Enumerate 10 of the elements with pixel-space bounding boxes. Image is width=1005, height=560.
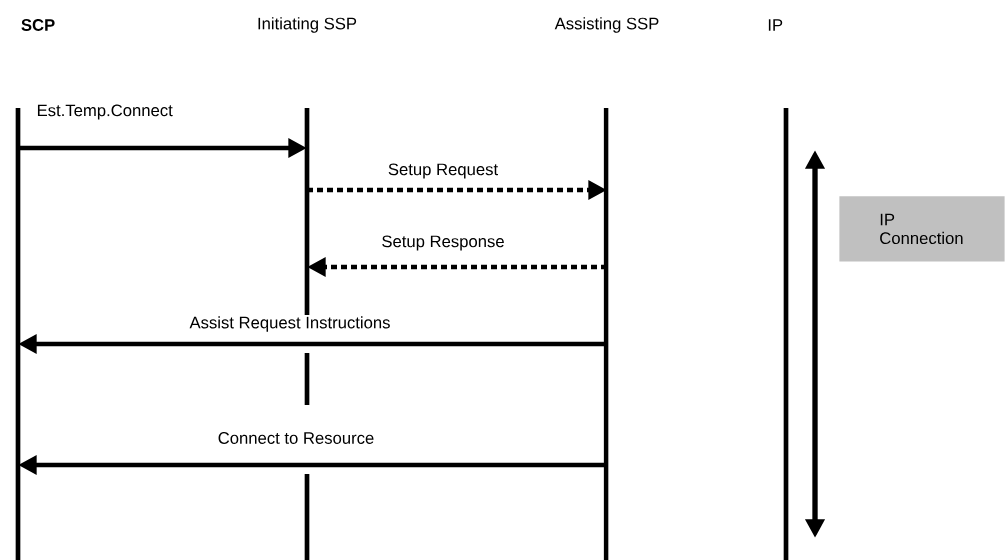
edge-label: Est.Temp.Connect (35, 103, 175, 121)
participant-label: IP (768, 19, 783, 31)
edge-label: Setup Response (380, 234, 506, 252)
participant-label: Initiating SSP (258, 17, 357, 33)
participant-label: Assisting SSP (554, 17, 659, 33)
edge-label: Connect to Resource (216, 430, 376, 446)
note-box: IP Connection (839, 196, 1005, 262)
edge-label: Setup Request (386, 162, 500, 180)
participant-label: SCP (21, 19, 55, 31)
edge-label: Assist Request Instructions (188, 314, 392, 334)
